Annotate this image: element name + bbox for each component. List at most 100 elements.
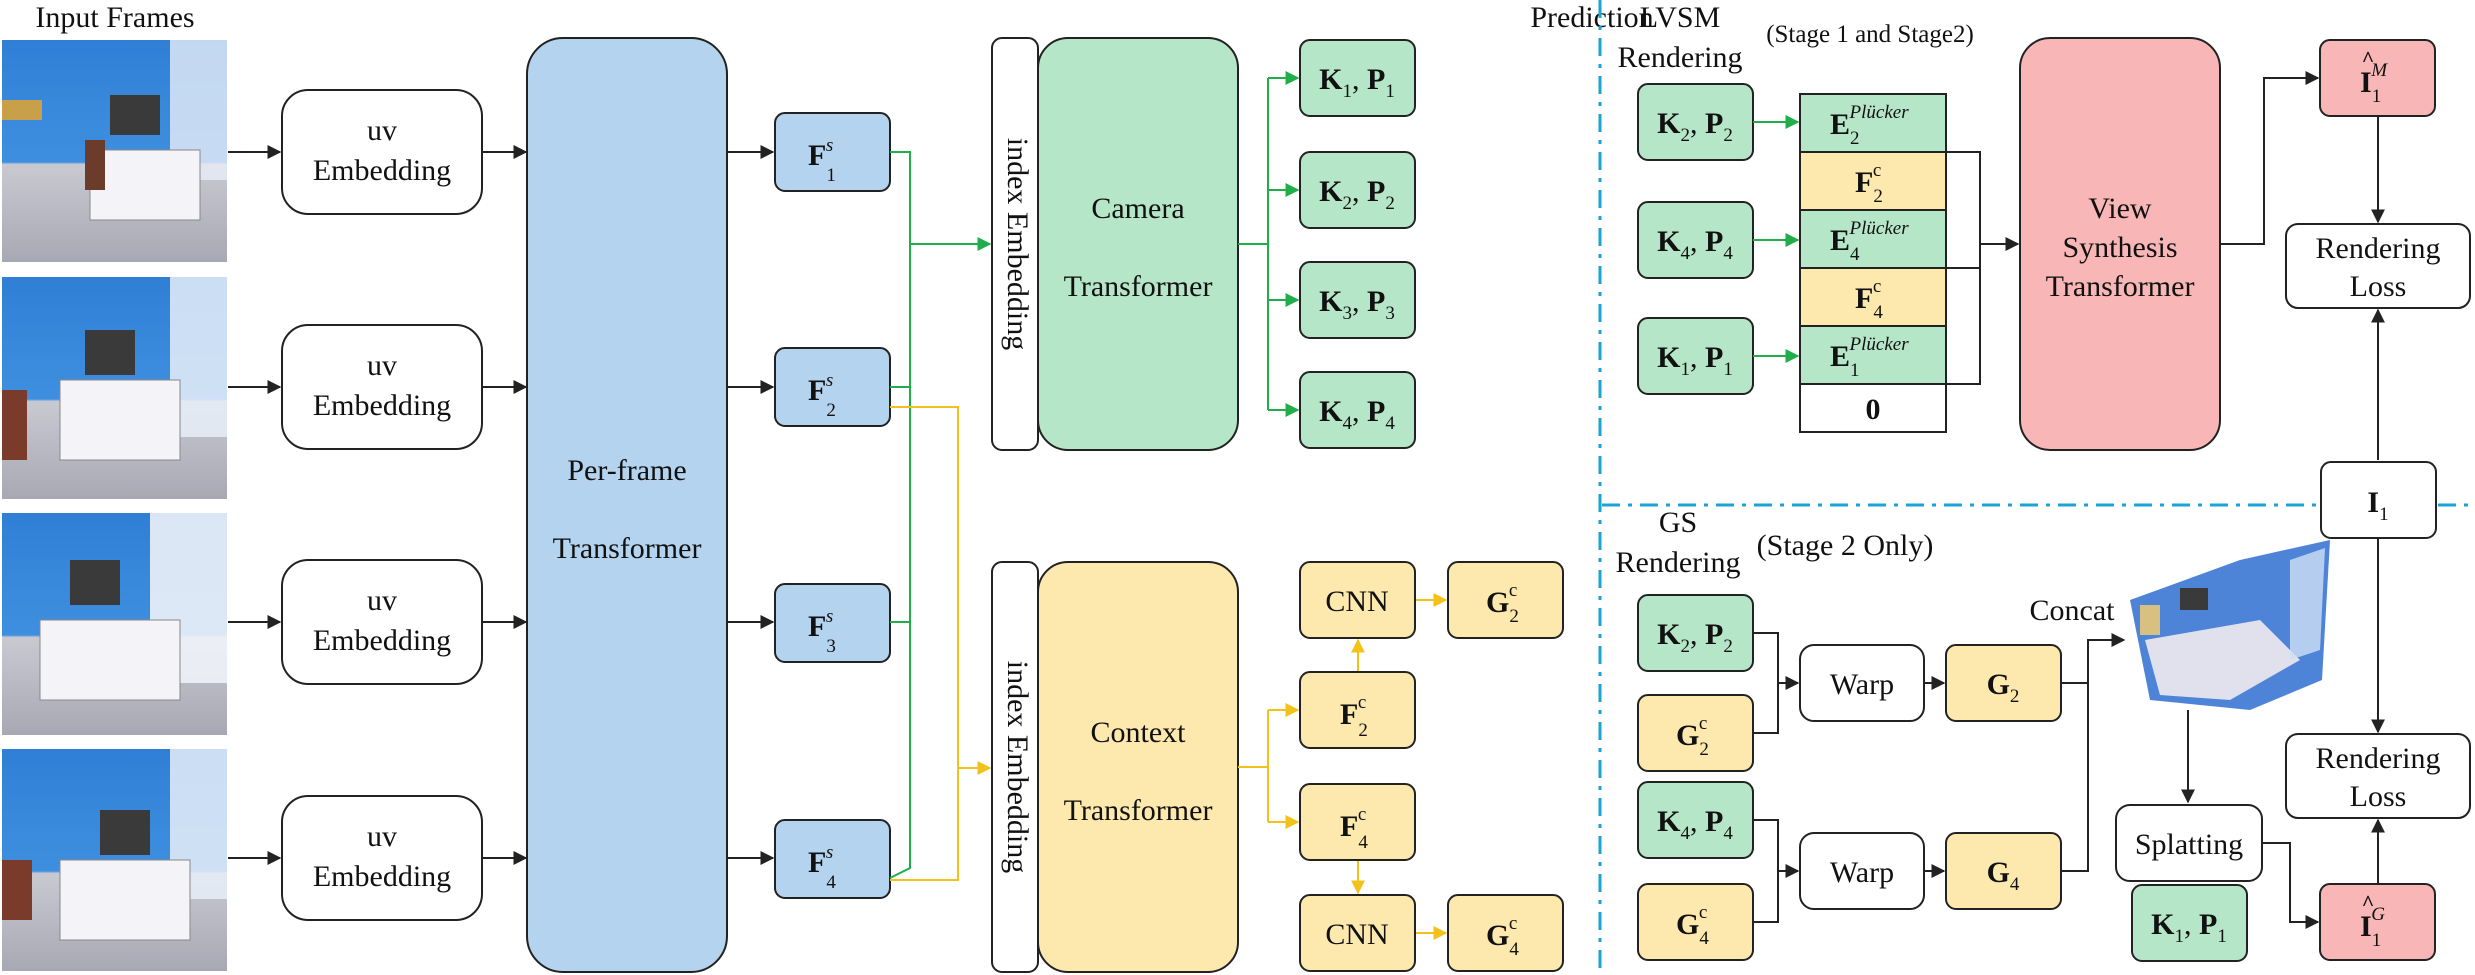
lvsm-title-line2: Rendering [1618,41,1743,74]
lvsm-output-i1m: I1M ^ [2319,39,2436,117]
concat-label: Concat [2030,594,2116,627]
svg-text:Transformer: Transformer [2046,270,2195,303]
svg-text:Loss: Loss [2350,270,2407,303]
gaussian-g4c: G4c [1447,894,1564,972]
feature-f2c: F2c [1299,671,1416,749]
pose-k3p3: K3, P3 [1299,261,1416,339]
svg-text:F2c: F2c [1340,692,1368,741]
frame-to-uv-arrows [228,145,282,865]
feature-f4c: F4c [1299,783,1416,861]
svg-text:Context: Context [1091,716,1187,749]
svg-text:uv: uv [367,584,397,617]
gs-gaussian-g4c: G4c [1637,883,1754,961]
svg-text:K2, P2: K2, P2 [1319,175,1395,214]
stage-2-only-label: (Stage 2 Only) [1757,529,1934,562]
svg-text:0: 0 [1866,393,1881,426]
input-frame-2 [2,277,227,499]
feature-f2s: F2s [774,347,891,427]
svg-text:index Embedding: index Embedding [1001,661,1034,873]
pose-k2p2: K2, P2 [1299,151,1416,229]
rendering-loss-top: Rendering Loss [2285,223,2471,309]
svg-text:Loss: Loss [2350,780,2407,813]
gs-title-line1: GS [1659,506,1697,539]
cnn-box-top: CNN [1299,561,1416,639]
lvsm-pose-k2p2: K2, P2 [1637,83,1754,161]
svg-text:Warp: Warp [1830,668,1894,701]
gs-gaussian-g2c: G2c [1637,694,1754,772]
svg-text:K1, P1: K1, P1 [1319,63,1395,102]
view-synthesis-transformer: View Synthesis Transformer [2019,37,2221,451]
token-stack-view-4: E4Plücker F4c [1799,209,1947,327]
svg-text:CNN: CNN [1325,585,1388,618]
pose-k1p1: K1, P1 [1299,39,1416,117]
point-cloud-image [2130,540,2330,710]
svg-text:F1s: F1s [808,135,836,186]
svg-text:K2, P2: K2, P2 [1657,618,1733,657]
svg-text:K1, P1: K1, P1 [1657,341,1733,380]
svg-text:K1, P1: K1, P1 [2151,908,2227,947]
svg-text:Camera: Camera [1091,192,1184,225]
gs-title-line2: Rendering [1616,546,1741,579]
per-frame-transformer: Per-frame Transformer [526,37,728,973]
frame-feature-boxes: F1s F2s F3s F4s [774,112,891,899]
gs-output-i1g: I1G ^ [2319,883,2436,961]
svg-text:G4c: G4c [1486,913,1519,960]
svg-text:^: ^ [2362,890,2375,915]
svg-text:Transformer: Transformer [1064,794,1213,827]
yellow-connectors [890,406,992,881]
svg-text:Splatting: Splatting [2135,828,2243,861]
lvsm-pose-k1p1: K1, P1 [1637,317,1754,395]
svg-text:Rendering: Rendering [2316,742,2441,775]
svg-text:K4, P4: K4, P4 [1657,225,1733,264]
svg-text:Embedding: Embedding [313,389,451,422]
svg-text:E2Plücker: E2Plücker [1830,102,1909,149]
warp-box-top: Warp [1799,644,1925,722]
svg-text:uv: uv [367,114,397,147]
context-output-arrows [1238,593,1448,940]
gs-rendering-section: GS Rendering (Stage 2 Only) K2, P2 G2c K… [1616,506,2471,962]
gs-pose-k4p4: K4, P4 [1637,781,1754,859]
svg-text:^: ^ [2362,46,2375,71]
input-frame-3 [2,513,227,735]
svg-text:Embedding: Embedding [313,154,451,187]
svg-text:I1M: I1M [2360,60,2388,107]
prediction-label: Prediction [1530,1,1653,34]
input-frame-1 [2,40,227,262]
svg-text:K4, P4: K4, P4 [1319,395,1395,434]
uv-embedding-box-4: uv Embedding [281,795,483,921]
svg-text:Rendering: Rendering [2316,232,2441,265]
svg-text:F4c: F4c [1855,276,1883,323]
pose-k4p4: K4, P4 [1299,371,1416,449]
perframe-to-features-arrows [727,145,775,865]
svg-text:G4c: G4c [1676,902,1709,949]
svg-text:G4: G4 [1987,856,2020,895]
uv-embedding-box-1: uv Embedding [281,89,483,215]
svg-text:uv: uv [367,349,397,382]
gs-pose-k1p1: K1, P1 [2131,884,2248,962]
svg-text:K2, P2: K2, P2 [1657,107,1733,146]
svg-text:F4c: F4c [1340,804,1368,853]
svg-text:F4s: F4s [808,842,836,893]
index-embedding-camera: index Embedding [991,37,1039,451]
camera-outputs: K1, P1 K2, P2 K3, P3 K4, P4 [1299,39,1416,449]
camera-transformer: Camera Transformer [1037,37,1239,451]
uv-embedding-boxes: uv Embedding uv Embedding uv Embedding u… [281,89,483,921]
svg-text:Per-frame: Per-frame [567,454,686,487]
camera-output-arrows [1238,71,1300,417]
svg-text:E1Plücker: E1Plücker [1830,334,1909,381]
rendering-loss-bottom: Rendering Loss [2285,733,2471,819]
ground-truth-i1: I1 [2320,308,2437,734]
stage-1-and-2-label: (Stage 1 and Stage2) [1766,21,1974,48]
input-frames: Input Frames [2,1,227,971]
splatting-box: Splatting [2115,804,2263,882]
svg-text:Transformer: Transformer [553,532,702,565]
gaussian-g2c: G2c [1447,561,1564,639]
lvsm-rendering-section: LVSM Rendering (Stage 1 and Stage2) K2, … [1618,1,2471,451]
input-frame-4 [2,749,227,971]
svg-text:E4Plücker: E4Plücker [1830,218,1909,265]
feature-f1s: F1s [774,112,891,192]
uv-to-perframe-arrows [482,145,528,865]
warp-box-bottom: Warp [1799,832,1925,910]
